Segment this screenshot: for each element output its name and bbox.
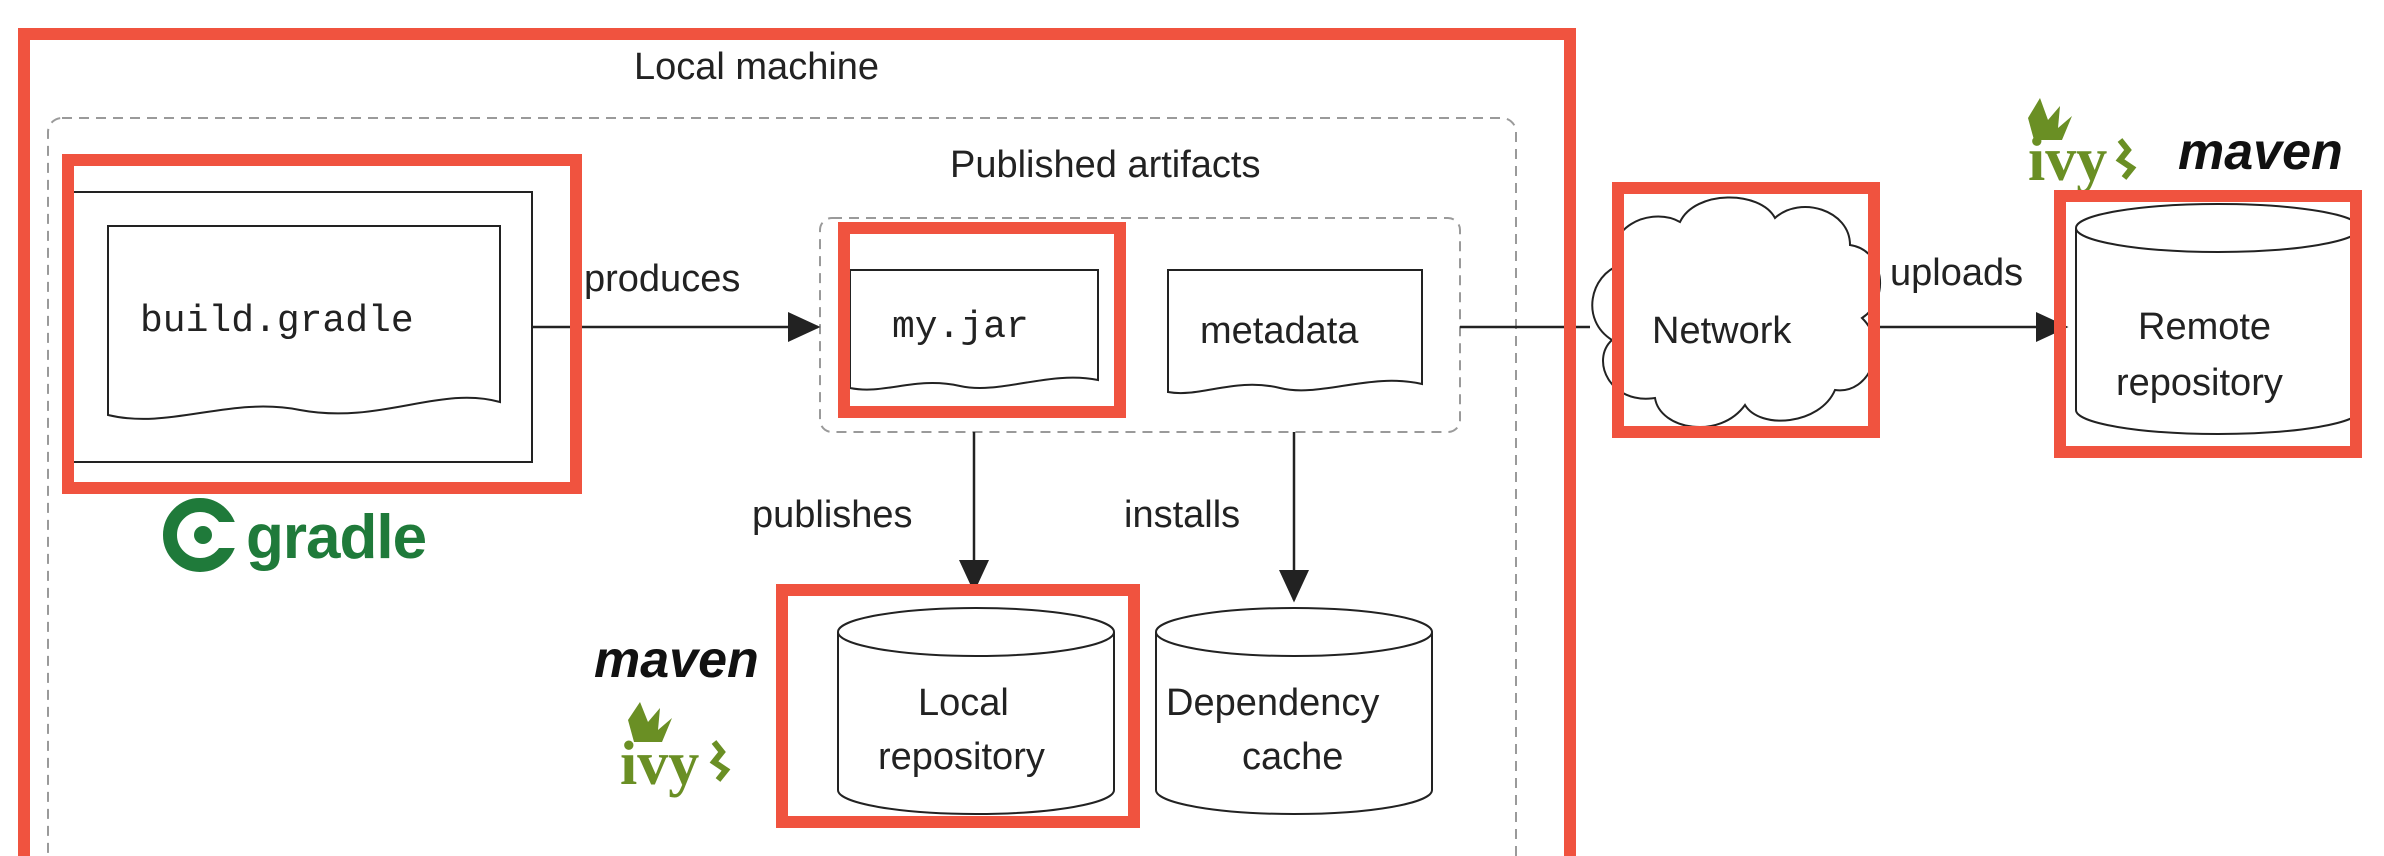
highlight-local-repository (776, 584, 1140, 828)
maven-logo-bottom-text: maven (594, 631, 759, 689)
produces-label: produces (584, 258, 741, 300)
svg-text:ivy: ivy (620, 730, 699, 798)
local-machine-dashed-box (47, 117, 1517, 856)
svg-text:ivy: ivy (2028, 126, 2107, 194)
gradle-logo-icon (163, 498, 245, 572)
highlight-remote-repository (2054, 190, 2362, 458)
published-artifacts-label: Published artifacts (950, 144, 1261, 186)
metadata-document (1167, 269, 1423, 395)
build-gradle-label: build.gradle (140, 300, 414, 343)
dependency-cache-label-line1: Dependency (1166, 682, 1380, 724)
remote-repository-label-line2: repository (2116, 362, 2283, 404)
dependency-cache-label-line2: cache (1242, 736, 1344, 778)
maven-logo-top: maven (2178, 122, 2343, 182)
highlight-network (1612, 182, 1880, 438)
maven-logo-top-text: maven (2178, 123, 2343, 181)
local-repository-cylinder (837, 607, 1115, 815)
local-repository-label-line2: repository (878, 736, 1045, 778)
jar-label: my.jar (892, 306, 1029, 349)
publishes-label: publishes (752, 494, 913, 536)
highlight-build-gradle (62, 154, 582, 494)
local-repository-label-line1: Local (918, 682, 1009, 724)
ivy-logo-bottom-icon: ivy (620, 702, 731, 798)
uploads-label: uploads (1890, 252, 2024, 294)
jar-document (849, 269, 1099, 391)
local-machine-label: Local machine (634, 46, 880, 88)
network-label: Network (1652, 310, 1792, 352)
highlight-local-machine (18, 28, 1576, 856)
maven-logo-bottom: maven (594, 630, 759, 690)
remote-repository-cylinder (2075, 203, 2361, 435)
gradle-logo-text: gradle (246, 503, 427, 572)
installs-label: installs (1124, 494, 1241, 536)
dependency-cache-cylinder (1155, 607, 1433, 815)
highlight-overlays (18, 28, 2362, 856)
highlight-jar (838, 222, 1126, 418)
build-gradle-document (107, 225, 501, 420)
ivy-logo-top-icon: ivy (2028, 98, 2137, 194)
metadata-label: metadata (1200, 310, 1359, 352)
remote-repository-label-line1: Remote (2138, 306, 2272, 348)
